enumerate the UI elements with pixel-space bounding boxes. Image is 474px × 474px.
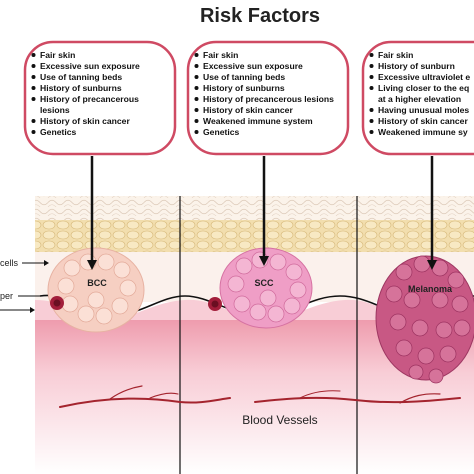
bullet-dot xyxy=(369,64,374,68)
bullet-dot xyxy=(31,64,36,68)
tumor-label-scc: SCC xyxy=(254,278,274,288)
blood-vessels xyxy=(59,385,461,408)
bullet-dot xyxy=(194,86,199,90)
bullet-dot xyxy=(194,119,199,123)
side-label-cells: cells xyxy=(0,258,19,268)
risk-factor-item: History of skin cancer xyxy=(378,116,468,126)
risk-factor-item: Weakened immune system xyxy=(203,116,313,126)
side-arrow-lower-head xyxy=(30,307,35,313)
risk-factor-item: History of precancerous xyxy=(40,94,139,104)
side-label-layer: per xyxy=(0,291,13,301)
risk-factor-item: Fair skin xyxy=(203,50,238,60)
side-arrow-cells-head xyxy=(44,260,49,266)
bullet-dot xyxy=(369,75,374,79)
bullet-dot xyxy=(31,119,36,123)
bullet-dot xyxy=(369,108,374,112)
diagram-title: Risk Factors xyxy=(200,5,320,27)
arrowhead-melanoma xyxy=(427,260,437,270)
bullet-dot xyxy=(369,53,374,57)
risk-factor-item: Excessive sun exposure xyxy=(40,61,140,71)
risk-factor-item: Genetics xyxy=(203,127,240,137)
bullet-dot xyxy=(194,130,199,134)
risk-factor-item: History of sunburn xyxy=(378,61,455,71)
bullet-dot xyxy=(194,97,199,101)
risk-factor-item: History of precancerous lesions xyxy=(203,94,334,104)
bullet-dot xyxy=(194,108,199,112)
risk-factor-item: History of sunburns xyxy=(203,83,285,93)
risk-factor-item: Use of tanning beds xyxy=(203,72,285,82)
tumor-label-melanoma: Melanoma xyxy=(408,284,453,294)
risk-factor-item: lesions xyxy=(40,105,70,115)
basal-layer xyxy=(35,220,474,252)
blood-vessels-label: Blood Vessels xyxy=(242,413,317,427)
risk-factor-item: Genetics xyxy=(40,127,77,137)
risk-factor-item: Living closer to the eq xyxy=(378,83,469,93)
risk-factor-item: Having unusual moles xyxy=(378,105,469,115)
risk-factor-item: History of skin cancer xyxy=(203,105,293,115)
bullet-dot xyxy=(369,119,374,123)
bullet-dot xyxy=(31,97,36,101)
risk-factor-item: Use of tanning beds xyxy=(40,72,122,82)
risk-factor-item: History of skin cancer xyxy=(40,116,130,126)
connector-arrows xyxy=(90,156,434,262)
bullet-dot xyxy=(194,75,199,79)
risk-factor-item: at a higher elevation xyxy=(378,94,461,104)
risk-factor-item: History of sunburns xyxy=(40,83,122,93)
stratum-layer xyxy=(35,196,474,220)
risk-factor-item: Fair skin xyxy=(378,50,413,60)
risk-factor-item: Excessive ultraviolet e xyxy=(378,72,470,82)
bullet-dot xyxy=(369,130,374,134)
bullet-dot xyxy=(31,86,36,90)
tumor-scc: SCC xyxy=(219,247,313,329)
risk-factor-item: Weakened immune sy xyxy=(378,127,468,137)
bullet-dot xyxy=(194,64,199,68)
tumor-label-bcc: BCC xyxy=(87,278,107,288)
melanocyte-dots xyxy=(50,296,222,311)
bullet-dot xyxy=(194,53,199,57)
bullet-dot xyxy=(31,130,36,134)
risk-factor-item: Excessive sun exposure xyxy=(203,61,303,71)
arrowhead-bcc xyxy=(87,260,97,270)
bullet-dot xyxy=(31,75,36,79)
bullet-dot xyxy=(369,86,374,90)
arrowhead-scc xyxy=(259,256,269,266)
dermis-boundary xyxy=(35,298,474,321)
bullet-dot xyxy=(31,53,36,57)
risk-factor-item: Fair skin xyxy=(40,50,75,60)
tumor-melanoma: Melanoma xyxy=(375,255,474,384)
